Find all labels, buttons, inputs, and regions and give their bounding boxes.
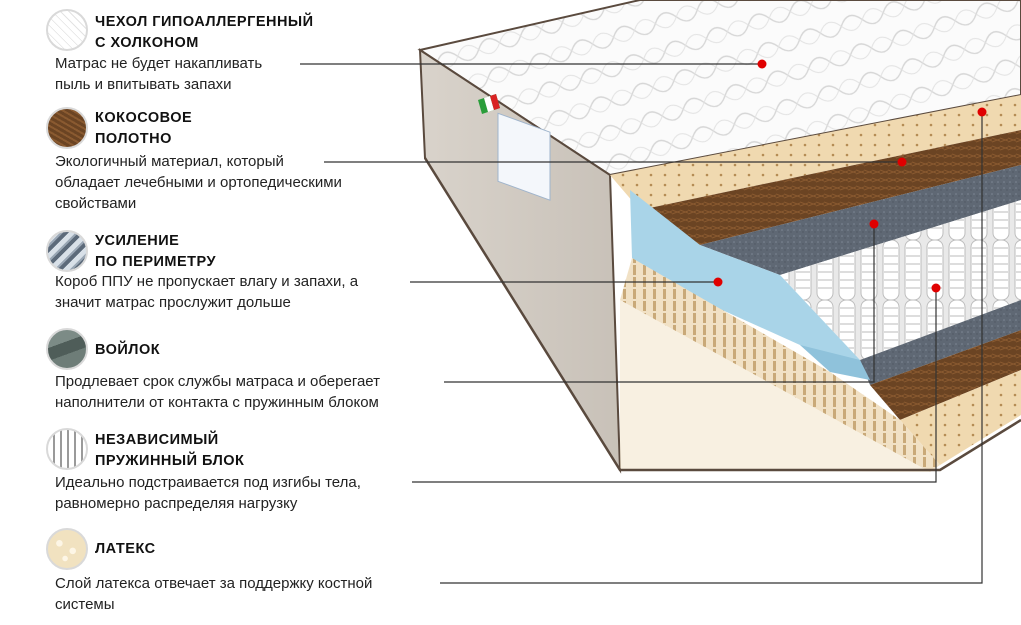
layer-description: Идеально подстраивается под изгибы тела,… [55, 474, 361, 512]
layer-title: НЕЗАВИСИМЫЙ ПРУЖИННЫЙ БЛОК [95, 432, 245, 469]
marker-latex [977, 107, 987, 117]
latex-icon [46, 528, 88, 570]
layer-title: УСИЛЕНИЕ ПО ПЕРИМЕТРУ [95, 233, 217, 270]
layer-description: Продлевает срок службы матраса и оберега… [55, 373, 381, 411]
layer-title: КОКОСОВОЕ ПОЛОТНО [95, 110, 193, 147]
layer-description: Матрас не будет накапливать пыль и впиты… [55, 55, 263, 93]
layer-title: ЧЕХОЛ ГИПОАЛЛЕРГЕННЫЙ С ХОЛКОНОМ [95, 14, 314, 51]
coconut-coir-icon [46, 107, 88, 149]
layer-description: Короб ППУ не пропускает влагу и запахи, … [55, 273, 359, 311]
marker-felt [869, 219, 879, 229]
layer-description: Слой латекса отвечает за поддержку костн… [55, 575, 373, 613]
marker-springs [931, 283, 941, 293]
layer-description: Экологичный материал, который обладает л… [55, 153, 342, 212]
layer-title: ЛАТЕКС [95, 541, 156, 557]
felt-icon [46, 328, 88, 370]
marker-cover [757, 59, 767, 69]
perimeter-reinforcement-icon [46, 230, 88, 272]
marker-perimeter [713, 277, 723, 287]
pocket-springs-icon [46, 428, 88, 470]
marker-coconut [897, 157, 907, 167]
quilted-fabric-icon [46, 9, 88, 51]
layer-title: ВОЙЛОК [95, 342, 161, 358]
